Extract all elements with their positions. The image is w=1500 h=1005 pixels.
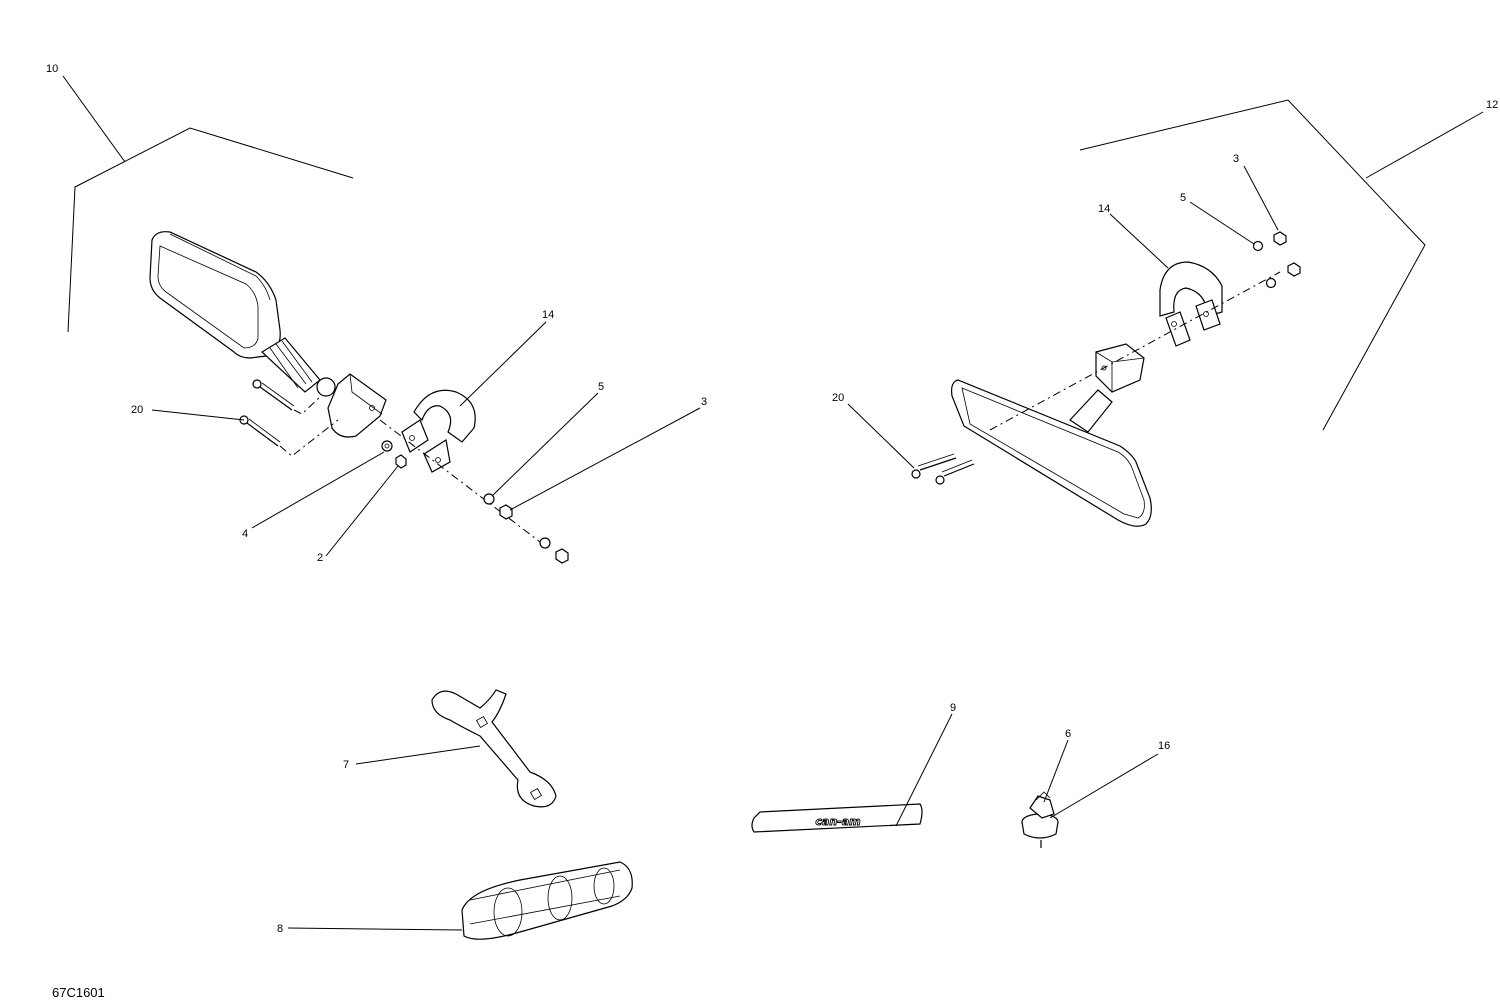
bolt-right-lower <box>935 459 975 485</box>
bolt-left-lower <box>239 415 281 447</box>
callout-5-right: 5 <box>1180 192 1186 204</box>
leader-lines <box>151 165 1279 931</box>
callout-20-left: 20 <box>131 404 143 416</box>
callout-9: 9 <box>950 702 956 714</box>
group-bracket-left <box>62 75 354 333</box>
callout-20-right: 20 <box>832 392 844 404</box>
group-bracket-right <box>1079 99 1484 431</box>
callout-3-left: 3 <box>701 396 707 408</box>
callout-7: 7 <box>343 759 349 771</box>
callout-16: 16 <box>1158 740 1170 752</box>
grip-sleeve <box>461 861 633 940</box>
bolt-right-upper <box>911 453 957 479</box>
callout-8: 8 <box>277 923 283 935</box>
washer-4 <box>381 440 393 452</box>
washer-5-left <box>483 493 495 505</box>
drawing-code: 67C1601 <box>52 985 105 1000</box>
ignition-switch <box>1021 791 1059 848</box>
nut-3-left <box>499 504 513 520</box>
callout-4: 4 <box>242 528 248 540</box>
logo-text: can-am <box>815 815 860 828</box>
callout-14-right: 14 <box>1098 203 1110 215</box>
can-am-logo-decal: can-am <box>751 803 923 833</box>
bolt-left-upper <box>252 379 295 411</box>
nut-3-right <box>1273 231 1287 246</box>
side-mirror <box>149 231 387 438</box>
callout-10: 10 <box>46 63 58 75</box>
wrench <box>431 689 557 808</box>
callout-3-right: 3 <box>1233 153 1239 165</box>
callout-6: 6 <box>1065 728 1071 740</box>
washer-5-right <box>1252 240 1264 252</box>
clamp-right <box>1159 261 1223 347</box>
callout-12: 12 <box>1486 99 1498 111</box>
callout-2: 2 <box>317 552 323 564</box>
callout-14-left: 14 <box>542 309 554 321</box>
nut-2 <box>395 454 407 469</box>
clamp-left <box>401 389 476 473</box>
callout-5-left: 5 <box>598 381 604 393</box>
rear-view-mirror <box>951 343 1152 527</box>
